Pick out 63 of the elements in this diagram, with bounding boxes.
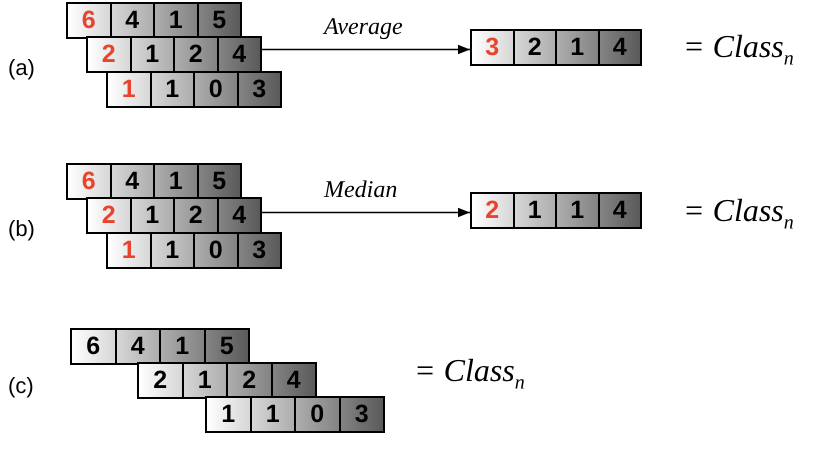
vector-value: 1 xyxy=(153,4,196,37)
vector-value: 2 xyxy=(88,199,130,232)
vector-box xyxy=(137,362,317,399)
vector-value: 4 xyxy=(216,199,260,232)
vector-box xyxy=(66,163,242,200)
vector-value: 2 xyxy=(512,31,555,64)
vector-value: 4 xyxy=(216,38,260,71)
vector-value: 0 xyxy=(294,398,338,431)
vector-value: 0 xyxy=(193,234,236,267)
vector-value: 1 xyxy=(182,364,226,397)
vector-value: 1 xyxy=(150,234,193,267)
vector-value: 5 xyxy=(196,165,240,198)
equation-label: = Class$_{n}$ xyxy=(683,192,794,234)
vector-value: 4 xyxy=(598,31,640,64)
vector-value: 6 xyxy=(68,165,110,198)
vector-box xyxy=(66,2,242,39)
vector-box xyxy=(106,71,282,108)
vector-value: 2 xyxy=(173,38,216,71)
vector-box xyxy=(205,396,385,433)
vector-value: 3 xyxy=(472,31,512,64)
vector-value: 2 xyxy=(226,364,270,397)
vector-value: 1 xyxy=(555,194,598,227)
vector-value: 4 xyxy=(110,4,153,37)
panel-label: (b) xyxy=(8,216,35,242)
vector-value: 1 xyxy=(207,398,250,431)
arrow xyxy=(262,208,470,218)
vector-value: 3 xyxy=(236,234,280,267)
vector-value: 2 xyxy=(472,194,512,227)
vector-value: 4 xyxy=(110,165,153,198)
vector-value: 0 xyxy=(193,73,236,106)
panel-label: (c) xyxy=(8,373,34,399)
vector-box xyxy=(86,197,262,234)
vector-value: 2 xyxy=(173,199,216,232)
vector-value: 4 xyxy=(114,330,159,363)
vector-box xyxy=(106,232,282,269)
vector-value: 6 xyxy=(68,4,110,37)
equation-label: = Class$_{n}$ xyxy=(683,28,794,70)
vector-value: 3 xyxy=(338,398,383,431)
vector-value: 2 xyxy=(139,364,182,397)
vector-value: 1 xyxy=(153,165,196,198)
vector-value: 1 xyxy=(150,73,193,106)
vector-value: 4 xyxy=(270,364,315,397)
vector-value: 1 xyxy=(108,234,150,267)
arrow xyxy=(262,44,470,54)
vector-value: 1 xyxy=(130,199,173,232)
vector-box xyxy=(470,29,642,66)
vector-value: 1 xyxy=(250,398,294,431)
vector-box xyxy=(70,328,250,365)
vector-value: 4 xyxy=(598,194,640,227)
vector-value: 1 xyxy=(555,31,598,64)
vector-value: 1 xyxy=(512,194,555,227)
vector-value: 5 xyxy=(204,330,248,363)
panel-label: (a) xyxy=(8,55,35,81)
equation-label: = Class$_{n}$ xyxy=(414,352,525,394)
vector-value: 3 xyxy=(236,73,280,106)
vector-value: 1 xyxy=(108,73,150,106)
vector-value: 1 xyxy=(130,38,173,71)
vector-box xyxy=(470,192,642,229)
vector-value: 2 xyxy=(88,38,130,71)
vector-value: 6 xyxy=(72,330,114,363)
vector-box xyxy=(86,36,262,73)
vector-value: 1 xyxy=(159,330,204,363)
vector-value: 5 xyxy=(196,4,240,37)
